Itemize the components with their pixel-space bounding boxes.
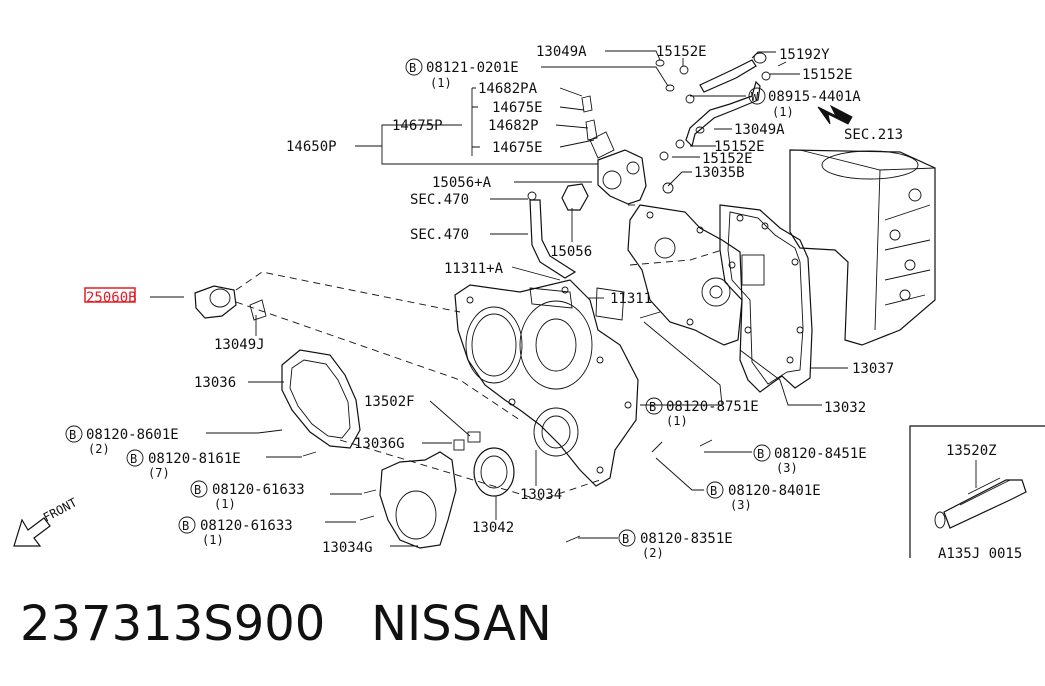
callout-08120-8751E[interactable]: 08120-8751E <box>666 399 759 415</box>
fittings <box>527 52 771 321</box>
callout-sec470-b[interactable]: SEC.470 <box>410 227 469 243</box>
callout-15152E-m2[interactable]: 15152E <box>702 151 753 167</box>
callout-25060B[interactable]: 25060B <box>86 290 137 306</box>
callout-08120-61633-a[interactable]: 08120-61633 <box>212 482 305 498</box>
bolt-symbol: B <box>194 483 201 497</box>
bolts <box>257 311 713 543</box>
callout-15192Y[interactable]: 15192Y <box>779 47 830 63</box>
bolt-symbol: B <box>69 428 76 442</box>
bolt-symbol: B <box>710 484 717 498</box>
qty-08120-8161E: (7) <box>148 466 170 480</box>
front-label: FRONT <box>41 495 79 524</box>
leader-lines <box>150 50 848 547</box>
engine-block <box>789 149 936 346</box>
callout-08120-8451E[interactable]: 08120-8451E <box>774 446 867 462</box>
qty-08120-61633-a: (1) <box>214 497 236 511</box>
callout-15056[interactable]: 15056 <box>550 244 592 260</box>
callout-13502F[interactable]: 13502F <box>364 394 415 410</box>
callout-13034[interactable]: 13034 <box>520 487 562 503</box>
highlight-box <box>84 287 136 303</box>
bolt-symbol: B <box>757 447 764 461</box>
bolt-symbol: B <box>649 400 656 414</box>
sensor-25060B <box>194 285 267 321</box>
qty-08120-61633-b: (1) <box>202 533 224 547</box>
callout-13049A-mid[interactable]: 13049A <box>734 122 785 138</box>
callout-13520Z[interactable]: 13520Z <box>946 443 997 459</box>
callout-11311[interactable]: 11311 <box>610 291 652 307</box>
qty-08120-8451E: (3) <box>776 461 798 475</box>
callout-11311A[interactable]: 11311+A <box>444 261 504 277</box>
bolt-symbol: B <box>182 519 189 533</box>
plate-13032 <box>627 204 765 346</box>
gasket-13037 <box>719 204 813 393</box>
qty-08915-4401A: (1) <box>772 105 794 119</box>
callout-13049J[interactable]: 13049J <box>214 337 265 353</box>
oil-hoses <box>529 59 761 279</box>
highlighted-part[interactable]: 25060B <box>84 287 137 306</box>
callout-08120-8351E[interactable]: 08120-8351E <box>640 531 733 547</box>
inset-code: A135J 0015 <box>938 546 1022 562</box>
callout-13036[interactable]: 13036 <box>194 375 236 391</box>
callout-08121-0201E[interactable]: 08121-0201E <box>426 60 519 76</box>
callout-14675E-a[interactable]: 14675E <box>492 100 543 116</box>
callout-08915-4401A[interactable]: 08915-4401A <box>768 89 861 105</box>
callout-13049A-top[interactable]: 13049A <box>536 44 587 60</box>
callout-15152E-top[interactable]: 15152E <box>656 44 707 60</box>
housing-13034G <box>379 451 457 549</box>
part-labels: 13049A 15152E 15192Y 15152E 08121-0201E … <box>41 44 1022 562</box>
symbol-circles <box>65 58 771 547</box>
pump-assembly <box>581 95 647 205</box>
qty-08121-0201E: (1) <box>430 76 452 90</box>
callout-14675E-b[interactable]: 14675E <box>492 140 543 156</box>
callout-13032[interactable]: 13032 <box>824 400 866 416</box>
bolt-symbol: B <box>130 452 137 466</box>
callout-sec470-a[interactable]: SEC.470 <box>410 192 469 208</box>
bolt-symbol: B <box>409 61 416 75</box>
callout-sec213[interactable]: SEC.213 <box>844 127 903 143</box>
callout-14682P[interactable]: 14682P <box>488 118 539 134</box>
callout-13034G[interactable]: 13034G <box>322 540 373 556</box>
bolt-symbol: B <box>622 532 629 546</box>
callout-08120-8601E[interactable]: 08120-8601E <box>86 427 179 443</box>
part-number-caption: 237313S900 NISSAN <box>20 596 552 652</box>
callout-08120-8161E[interactable]: 08120-8161E <box>148 451 241 467</box>
front-arrow <box>13 517 51 547</box>
callout-15152E-m1[interactable]: 15152E <box>714 139 765 155</box>
front-cover-13034 <box>454 279 639 487</box>
qty-08120-8401E: (3) <box>730 498 752 512</box>
washer-symbol: W <box>751 90 759 104</box>
qty-08120-8751E: (1) <box>666 414 688 428</box>
qty-08120-8351E: (2) <box>642 546 664 560</box>
callout-08120-61633-b[interactable]: 08120-61633 <box>200 518 293 534</box>
callout-14682PA[interactable]: 14682PA <box>478 81 538 97</box>
callout-15152E-right[interactable]: 15152E <box>802 67 853 83</box>
callout-08120-8401E[interactable]: 08120-8401E <box>728 483 821 499</box>
callout-13042[interactable]: 13042 <box>472 520 514 536</box>
sealant-tube <box>934 477 1027 529</box>
callout-13036G[interactable]: 13036G <box>354 436 405 452</box>
callout-14650P[interactable]: 14650P <box>286 139 337 155</box>
symbol-letters: B W B B B B B B B B <box>69 61 764 546</box>
sec213-arrow <box>817 104 853 125</box>
seal-13042 <box>473 447 515 497</box>
callout-13037[interactable]: 13037 <box>852 361 894 377</box>
gasket-13036 <box>281 349 361 449</box>
callout-14675P[interactable]: 14675P <box>392 118 443 134</box>
dashed-guides <box>235 204 723 501</box>
callout-13035B[interactable]: 13035B <box>694 165 745 181</box>
callout-15056A[interactable]: 15056+A <box>432 175 492 191</box>
inset-box <box>909 425 1045 558</box>
qty-08120-8601E: (2) <box>88 442 110 456</box>
